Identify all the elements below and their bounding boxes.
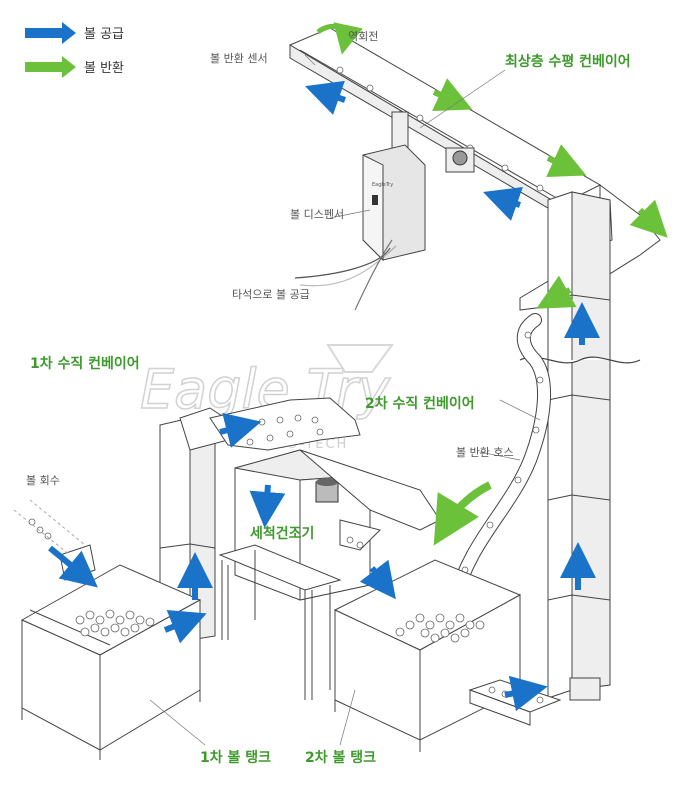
washer-stand <box>218 544 342 700</box>
label-dispenser: 볼 디스펜서 <box>290 208 344 221</box>
supply-arrow-tank1-to-vc1 <box>163 609 207 644</box>
label-tank-1: 1차 볼 탱크 <box>200 749 271 766</box>
ball-tank-2 <box>333 559 522 752</box>
legend-return-arrow-icon <box>25 56 76 78</box>
label-top-conveyor: 최상층 수평 컨베이어 <box>505 53 631 70</box>
label-return-sensor: 볼 반환 센서 <box>210 52 268 65</box>
ball-dispenser: EagleTry <box>294 110 426 311</box>
supply-arrow-top-left <box>304 80 346 115</box>
return-arrow-top-1 <box>432 78 473 111</box>
supply-arrow-upper-chute <box>219 412 262 448</box>
label-vertical-conveyor-1: 1차 수직 컨베이어 <box>30 355 140 372</box>
reverse-rotation-arrow-icon <box>316 22 363 55</box>
ball-tank-1 <box>20 564 202 760</box>
return-arrow-chute <box>536 275 577 309</box>
leader-lines <box>149 54 541 746</box>
supply-arrow-into-washer <box>249 484 286 528</box>
return-arrow-hose <box>433 481 492 546</box>
label-reverse-rotation: 역회전 <box>348 30 378 43</box>
tank-2-outlet-feeder <box>468 679 562 726</box>
flow-arrows <box>48 22 668 712</box>
supply-arrow-collect <box>48 545 98 588</box>
legend: 볼 공급 볼 반환 <box>25 22 124 78</box>
legend-supply-label: 볼 공급 <box>84 27 124 42</box>
return-arrow-top-3 <box>629 199 668 238</box>
dispenser-badge: EagleTry <box>372 182 393 188</box>
label-return-hose: 볼 반환 호스 <box>456 446 514 459</box>
label-washer-dryer: 세척건조기 <box>250 525 314 542</box>
return-arrow-top-2 <box>546 144 587 177</box>
label-feed-to-tee: 타석으로 볼 공급 <box>232 288 310 301</box>
watermark-eagle-logo <box>326 344 394 373</box>
label-tank-2: 2차 볼 탱크 <box>305 749 376 766</box>
top-horizontal-conveyor <box>288 27 602 216</box>
label-ball-collection: 볼 회수 <box>26 474 60 487</box>
label-vertical-conveyor-2: 2차 수직 컨베이어 <box>365 395 475 412</box>
legend-supply-arrow-icon <box>25 22 76 44</box>
supply-arrow-washer-out <box>359 559 396 600</box>
supply-arrow-tank2-outlet <box>504 675 548 712</box>
ball-collection-inlet <box>13 499 96 581</box>
legend-return-label: 볼 반환 <box>84 61 124 76</box>
supply-arrow-top-right <box>483 186 523 221</box>
